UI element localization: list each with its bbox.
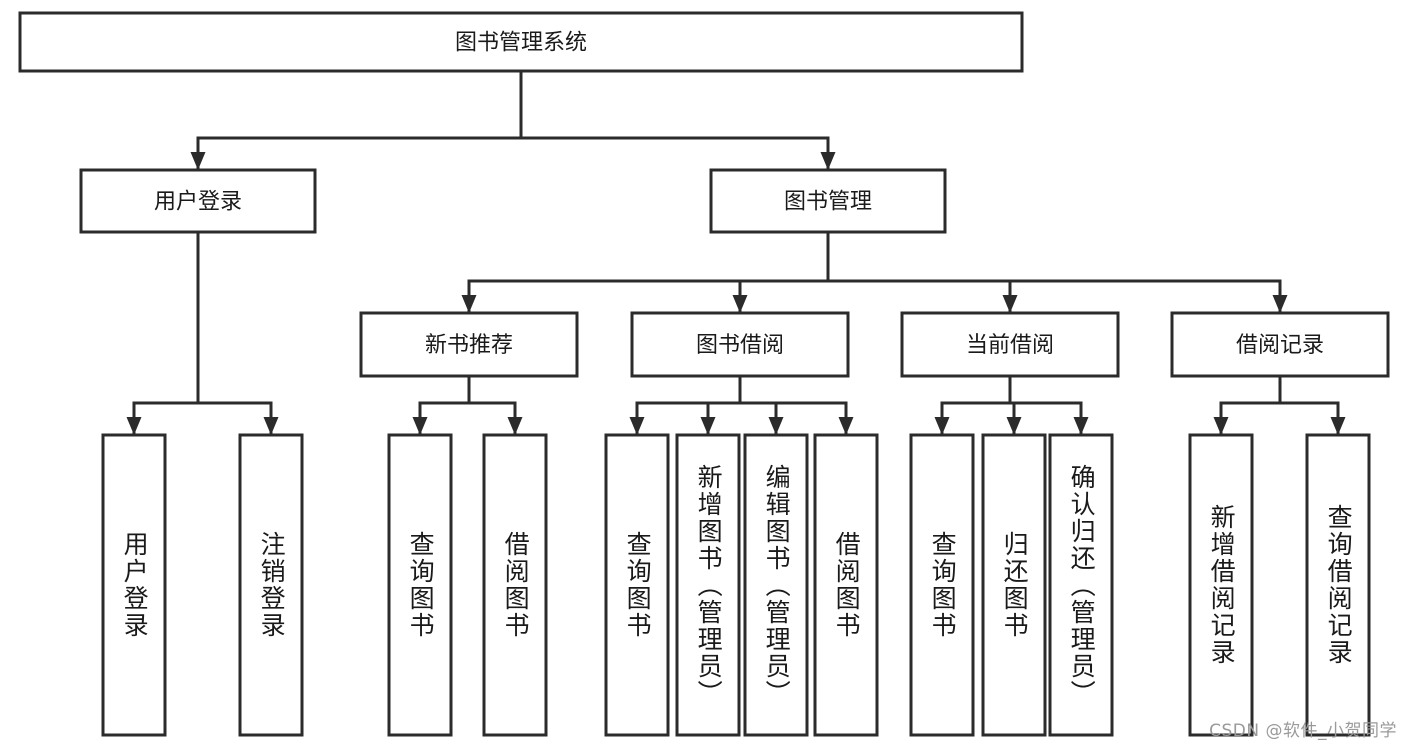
arrowhead-leaf-add-record — [1213, 417, 1229, 435]
node-label-borrow-record: 借阅记录 — [1236, 333, 1324, 358]
node-box-leaf-query-book-rec[interactable] — [387, 433, 453, 737]
arrowhead-leaf-edit-book — [768, 417, 784, 435]
arrowhead-leaf-return-book — [1006, 417, 1022, 435]
node-label-book-borrow: 图书借阅 — [696, 333, 784, 358]
arrowhead-new-book-rec — [461, 295, 477, 313]
arrowhead-leaf-query-book-borrow — [629, 417, 645, 435]
arrowhead-book-borrow — [732, 295, 748, 313]
node-box-new-book-rec[interactable] — [359, 311, 579, 378]
watermark-credit: CSDN @软件_小贺同学 — [1209, 721, 1397, 741]
node-label-root: 图书管理系统 — [455, 31, 587, 56]
arrowhead-user-login — [190, 152, 206, 170]
node-box-leaf-query-book-borrow[interactable] — [604, 433, 670, 737]
arrowhead-current-borrow — [1002, 295, 1018, 313]
node-box-leaf-add-book[interactable] — [675, 433, 741, 737]
arrowhead-leaf-logout — [263, 417, 279, 435]
node-box-leaf-query-record[interactable] — [1305, 433, 1371, 737]
arrowhead-leaf-query-record — [1330, 417, 1346, 435]
node-box-leaf-user-login[interactable] — [101, 433, 167, 737]
node-box-layer — [18, 11, 1390, 737]
node-label-book-manage: 图书管理 — [784, 190, 872, 215]
node-box-root[interactable] — [18, 11, 1024, 73]
node-box-current-borrow[interactable] — [900, 311, 1120, 378]
node-box-user-login[interactable] — [79, 168, 317, 234]
node-box-leaf-logout[interactable] — [238, 433, 304, 737]
node-box-leaf-confirm-return[interactable] — [1048, 433, 1114, 737]
node-label-new-book-rec: 新书推荐 — [425, 333, 513, 358]
arrowhead-leaf-query-book-cur — [934, 417, 950, 435]
node-box-leaf-borrow-book[interactable] — [813, 433, 879, 737]
arrowhead-leaf-confirm-return — [1073, 417, 1089, 435]
node-label-current-borrow: 当前借阅 — [966, 333, 1054, 358]
node-label-user-login: 用户登录 — [154, 190, 242, 215]
arrowhead-leaf-user-login — [126, 417, 142, 435]
connector-layer — [126, 71, 1346, 435]
node-box-leaf-return-book[interactable] — [981, 433, 1047, 737]
node-box-leaf-add-record[interactable] — [1188, 433, 1254, 737]
node-box-book-manage[interactable] — [709, 168, 947, 234]
node-box-leaf-borrow-book-rec[interactable] — [482, 433, 548, 737]
node-box-leaf-edit-book[interactable] — [743, 433, 809, 737]
node-box-borrow-record[interactable] — [1170, 311, 1390, 378]
arrowhead-leaf-add-book — [700, 417, 716, 435]
arrowhead-leaf-borrow-book-rec — [507, 417, 523, 435]
arrowhead-leaf-borrow-book — [838, 417, 854, 435]
arrowhead-book-manage — [820, 152, 836, 170]
node-box-book-borrow[interactable] — [630, 311, 850, 378]
arrowhead-borrow-record — [1272, 295, 1288, 313]
arrowhead-leaf-query-book-rec — [412, 417, 428, 435]
node-box-leaf-query-book-cur[interactable] — [909, 433, 975, 737]
